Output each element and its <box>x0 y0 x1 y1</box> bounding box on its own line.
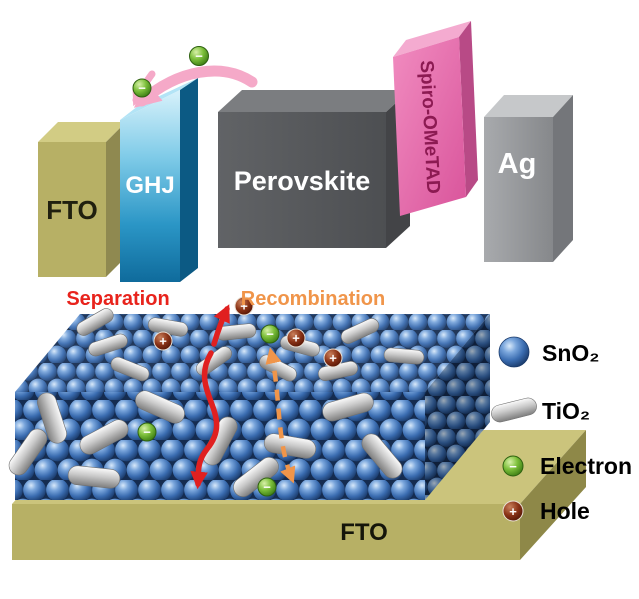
hole-sign: + <box>159 334 167 349</box>
tio2-rod <box>37 392 67 444</box>
electron-sign: − <box>266 327 274 342</box>
tio2-rod <box>135 390 185 424</box>
legend-item-electron: − Electron <box>502 453 632 479</box>
fto-substrate-label: FTO <box>340 519 388 546</box>
perovskite-label: Perovskite <box>234 166 371 196</box>
separation-label: Separation <box>66 288 169 310</box>
hole-sign: + <box>509 504 517 519</box>
electron-body <box>260 324 280 344</box>
legend-electron-label: Electron <box>540 453 632 479</box>
tio2-rod <box>88 333 128 357</box>
electron-icon: − <box>189 46 209 66</box>
perovskite-top-face <box>218 90 410 112</box>
fto-substrate-side-face <box>520 430 586 560</box>
hole-sign: + <box>240 299 248 314</box>
ag-front-face <box>484 117 553 262</box>
electron-body <box>502 455 524 477</box>
hole-icon: + <box>234 296 254 316</box>
sno2-layer-side-shade <box>425 314 490 500</box>
tio2-rod <box>383 347 425 365</box>
ghj-block: GHJ <box>120 78 198 282</box>
hole-sign: + <box>292 331 300 346</box>
fto-substrate-front-face <box>12 504 520 560</box>
electron-icon: − <box>260 324 280 344</box>
separation-arrow-down <box>190 350 220 490</box>
electron-icon: − <box>502 455 524 477</box>
ag-label: Ag <box>498 148 537 180</box>
tio2-rod <box>322 392 374 422</box>
tio2-rod <box>76 308 114 336</box>
legend-sno2-label: SnO₂ <box>542 340 600 366</box>
electron-body <box>189 46 209 66</box>
spiro-top-face <box>393 21 471 57</box>
hole-icon: + <box>286 328 306 348</box>
electron-transfer-arrow <box>133 65 258 108</box>
tio2-rod <box>340 318 380 344</box>
sno2-sphere-icon <box>498 336 530 368</box>
ag-side-face <box>553 95 573 262</box>
tio2-rod <box>361 433 403 479</box>
fto-block-top-face <box>38 122 126 142</box>
ag-top-face <box>484 95 573 117</box>
spiro-ometad-block: Spiro-OMeTAD <box>393 21 478 216</box>
ghj-label: GHJ <box>125 172 174 199</box>
tio2-rod <box>110 356 150 382</box>
hole-body <box>323 348 343 368</box>
separation-arrow-up <box>211 304 230 347</box>
spiro-side-face <box>459 21 478 197</box>
ghj-side-face <box>180 78 198 282</box>
fto-block-front-face <box>38 142 106 277</box>
spiro-front-face <box>393 37 466 216</box>
perovskite-block: Perovskite <box>218 90 410 248</box>
hole-sign: + <box>329 351 337 366</box>
hole-body <box>286 328 306 348</box>
hole-body <box>153 331 173 351</box>
tio2-rod <box>67 465 121 489</box>
perovskite-front-face <box>218 112 386 248</box>
hole-body <box>502 500 524 522</box>
recombination-arrow <box>265 347 296 484</box>
electron-body <box>257 477 277 497</box>
hole-body <box>234 296 254 316</box>
sno2-layer-side-face <box>425 314 490 500</box>
legend-hole-label: Hole <box>540 498 590 524</box>
electron-sign: − <box>143 425 151 440</box>
electron-sign: − <box>509 459 517 474</box>
legend: SnO₂ TiO₂ − Electron + Hole <box>491 336 632 524</box>
ag-electrode-block: Ag <box>484 95 573 262</box>
electron-sign: − <box>263 480 271 495</box>
tio2-rod <box>79 419 129 455</box>
mesoporous-structure-diagram: FTO <box>8 288 586 560</box>
electron-body <box>132 78 152 98</box>
fto-electrode-label: FTO <box>46 195 98 225</box>
energy-band-diagram: FTO GHJ Perovskite Spiro-OMeTAD Ag <box>38 21 573 282</box>
electron-sign: − <box>138 81 146 96</box>
electron-icon: − <box>132 78 152 98</box>
legend-item-hole: + Hole <box>502 498 590 524</box>
tio2-rod <box>8 428 48 476</box>
electron-icon: − <box>257 477 277 497</box>
legend-item-sno2: SnO₂ <box>498 336 600 368</box>
hole-icon: + <box>153 331 173 351</box>
legend-tio2-label: TiO₂ <box>542 398 590 424</box>
electron-icon: − <box>137 422 157 442</box>
legend-item-tio2: TiO₂ <box>491 397 590 424</box>
fto-electrode-block: FTO <box>38 122 126 277</box>
hole-icon: + <box>502 500 524 522</box>
tio2-rod-icon <box>491 397 537 423</box>
electron-body <box>137 422 157 442</box>
ghj-front-face <box>120 90 180 282</box>
recombination-label: Recombination <box>241 288 385 310</box>
electron-sign: − <box>195 49 203 64</box>
hole-icon: + <box>323 348 343 368</box>
